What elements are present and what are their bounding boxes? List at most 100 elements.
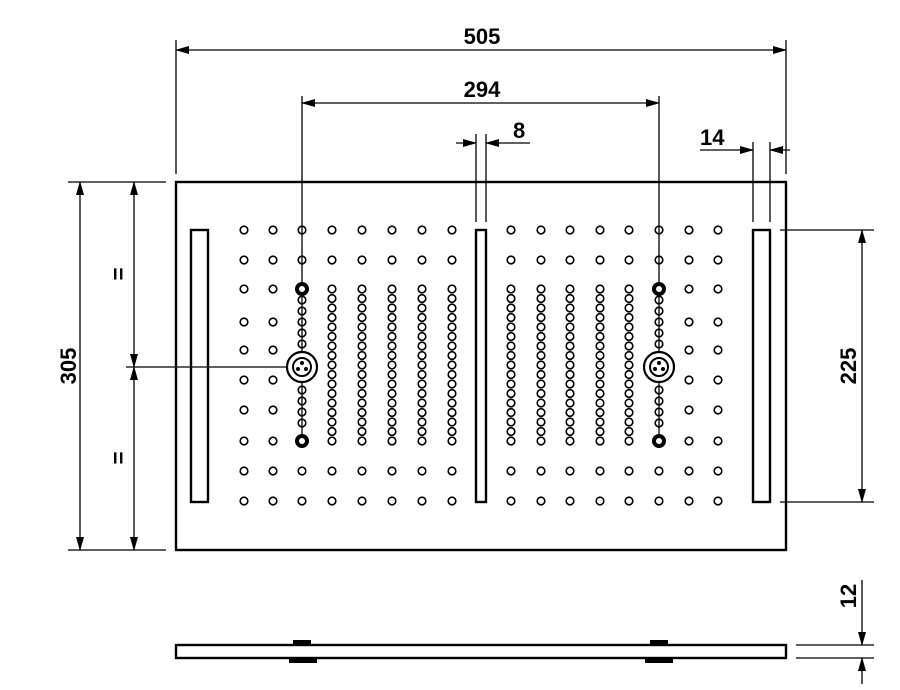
nozzle-hole (417, 284, 427, 294)
nozzle-hole (327, 407, 337, 418)
nozzle-hole (447, 379, 457, 389)
nozzle-hole (565, 466, 575, 476)
nozzle-hole (624, 341, 634, 351)
nozzle-hole (417, 388, 427, 399)
dim-equal-lower: = (106, 452, 131, 465)
nozzle-hole (268, 317, 278, 327)
nozzle-hole (387, 225, 397, 235)
nozzle-hole (387, 350, 397, 361)
nozzle-hole (327, 341, 337, 351)
nozzle-hole (387, 398, 397, 408)
nozzle-hole (506, 496, 516, 506)
nozzle-hole (447, 312, 457, 323)
nozzle-hole (506, 312, 516, 323)
nozzle-hole (565, 255, 575, 265)
dim-edge-slot-width: 14 (700, 125, 725, 150)
nozzle-hole (357, 293, 367, 304)
nozzle-hole (624, 388, 634, 399)
nozzle-hole (595, 322, 605, 332)
nozzle-hole (536, 360, 546, 370)
nozzle-hole (713, 317, 723, 327)
nozzle-hole (565, 312, 575, 323)
nozzle-hole (447, 331, 457, 342)
nozzle-hole (595, 369, 605, 380)
nozzle-hole (387, 466, 397, 476)
nozzle-hole (536, 312, 546, 323)
nozzle-hole (506, 466, 516, 476)
nozzle-hole (357, 496, 367, 506)
nozzle-hole (536, 398, 546, 408)
nozzle-hole (327, 398, 337, 408)
nozzle-hole (417, 293, 427, 304)
nozzle-hole (506, 225, 516, 235)
dim-inlet-spacing: 294 (464, 77, 501, 102)
nozzle-hole (565, 426, 575, 437)
nozzle-hole (417, 436, 427, 446)
nozzle-hole (506, 426, 516, 437)
nozzle-hole (536, 255, 546, 265)
shower-panel-outline (174, 180, 788, 552)
nozzle-hole (595, 388, 605, 399)
nozzle-hole (595, 312, 605, 323)
nozzle-hole (447, 398, 457, 408)
nozzle-hole (239, 284, 249, 294)
nozzle-hole (506, 293, 516, 304)
nozzle-hole (447, 388, 457, 399)
nozzle-hole (268, 284, 278, 294)
nozzle-hole (268, 225, 278, 235)
nozzle-hole (357, 417, 367, 427)
nozzle-hole (268, 255, 278, 265)
nozzle-hole (624, 426, 634, 437)
nozzle-hole (357, 379, 367, 389)
nozzle-hole (239, 255, 249, 265)
side-view-bracket-right-bottom (645, 658, 673, 663)
nozzle-hole (387, 436, 397, 446)
nozzle-hole (684, 466, 694, 476)
nozzle-hole (387, 312, 397, 323)
nozzle-hole (417, 255, 427, 265)
nozzle-hole (387, 341, 397, 351)
nozzle-hole (357, 331, 367, 342)
nozzle-hole (417, 426, 427, 437)
nozzle-hole (447, 407, 457, 418)
nozzle-hole (327, 331, 337, 342)
nozzle-hole (536, 303, 546, 313)
nozzle-hole (417, 417, 427, 427)
nozzle-hole (268, 436, 278, 446)
nozzle-hole (684, 496, 694, 506)
nozzle-hole (447, 293, 457, 304)
nozzle-hole (327, 369, 337, 380)
dim-total-width: 505 (464, 24, 501, 49)
nozzle-hole (417, 379, 427, 389)
nozzle-hole (565, 398, 575, 408)
nozzle-hole (357, 284, 367, 294)
nozzle-hole (447, 360, 457, 370)
nozzle-hole (595, 496, 605, 506)
dim-thickness: 12 (836, 584, 861, 608)
nozzle-hole (536, 369, 546, 380)
nozzle-hole (713, 345, 723, 355)
nozzle-hole (595, 407, 605, 418)
nozzle-hole (417, 225, 427, 235)
nozzle-hole (595, 341, 605, 351)
nozzle-hole (624, 466, 634, 476)
nozzle-hole (357, 255, 367, 265)
nozzle-hole (357, 388, 367, 399)
nozzle-hole (357, 360, 367, 370)
nozzle-hole (357, 341, 367, 351)
nozzle-hole (624, 293, 634, 304)
nozzle-hole (327, 255, 337, 265)
nozzle-hole (327, 303, 337, 313)
nozzle-hole (239, 466, 249, 476)
nozzle-hole (595, 398, 605, 408)
nozzle-hole (684, 284, 694, 294)
nozzle-hole (595, 379, 605, 389)
nozzle-hole (536, 379, 546, 389)
nozzle-hole (713, 255, 723, 265)
nozzle-hole (506, 369, 516, 380)
nozzle-hole (684, 225, 694, 235)
nozzle-hole (536, 284, 546, 294)
nozzle-hole (268, 375, 278, 385)
nozzle-hole (417, 303, 427, 313)
nozzle-hole (239, 496, 249, 506)
